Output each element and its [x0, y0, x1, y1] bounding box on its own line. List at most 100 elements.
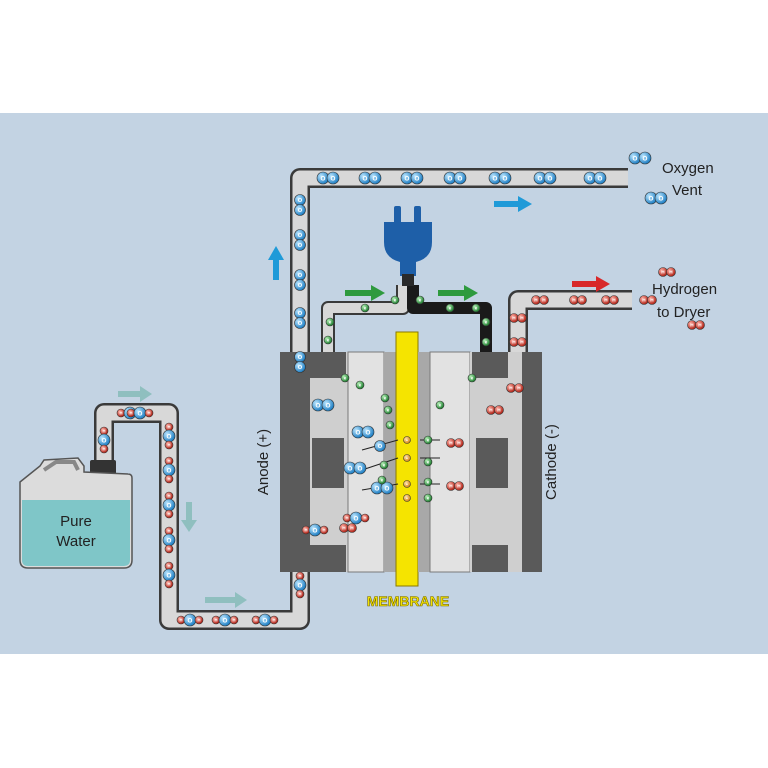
svg-text:e: e	[427, 438, 430, 443]
oxygen-vent-label-line2: Vent	[672, 182, 703, 199]
hydrogen-molecule: H	[517, 337, 527, 347]
water-hydrogen-atom: H	[164, 579, 174, 589]
water-hydrogen-atom: H	[295, 589, 305, 599]
svg-text:H: H	[147, 411, 150, 416]
water-oxygen-atom: O	[162, 568, 176, 582]
water-hydrogen-atom: H	[360, 513, 370, 523]
electron: e	[481, 317, 491, 327]
electron-flow-arrow-left	[345, 285, 385, 301]
svg-text:H: H	[214, 618, 217, 623]
water-oxygen-atom: O	[162, 533, 176, 547]
hydrogen-molecule: H	[347, 523, 357, 533]
water-jug: Pure Water	[19, 457, 133, 569]
oxygen-molecule: O	[353, 461, 367, 475]
water-oxygen-atom: O	[133, 406, 147, 420]
water-oxygen-atom: O	[97, 433, 111, 447]
electron: e	[435, 400, 445, 410]
hydrogen-molecule: H	[446, 481, 456, 491]
oxygen-molecule: O	[638, 151, 652, 165]
oxygen-molecule: O	[654, 191, 668, 205]
svg-text:O: O	[415, 175, 420, 182]
svg-text:e: e	[419, 298, 422, 303]
svg-text:O: O	[448, 175, 453, 182]
svg-text:H: H	[345, 516, 348, 521]
hydrogen-molecule: H	[339, 523, 349, 533]
svg-text:O: O	[316, 402, 321, 409]
svg-text:O: O	[385, 485, 390, 492]
svg-text:H: H	[512, 316, 516, 322]
svg-text:H: H	[690, 323, 694, 329]
anode-port-bottom	[310, 545, 346, 572]
svg-text:e: e	[485, 340, 488, 345]
electron: e	[423, 457, 433, 467]
pure-water-label-line2: Water	[56, 533, 95, 550]
svg-text:O: O	[167, 433, 172, 440]
hydrogen-flow-arrow-right	[572, 276, 610, 292]
svg-text:H: H	[489, 408, 493, 414]
hydrogen-molecule: H	[577, 295, 587, 305]
svg-text:H: H	[350, 526, 354, 532]
anode-label: Anode (+)	[255, 429, 272, 495]
svg-text:H: H	[298, 592, 301, 597]
svg-text:O: O	[321, 175, 326, 182]
hydrogen-dryer-label-line2: to Dryer	[657, 304, 710, 321]
svg-text:e: e	[344, 376, 347, 381]
svg-text:H: H	[167, 443, 170, 448]
water-hydrogen-atom: H	[164, 544, 174, 554]
svg-text:O: O	[659, 195, 664, 202]
anode-block	[312, 438, 344, 488]
svg-text:O: O	[588, 175, 593, 182]
hydrogen-molecule: H	[531, 295, 541, 305]
svg-text:H: H	[197, 618, 200, 623]
svg-text:H: H	[342, 526, 346, 532]
hydrogen-molecule: H	[509, 337, 519, 347]
oxygen-molecule: O	[294, 279, 306, 291]
svg-text:e: e	[387, 408, 390, 413]
svg-text:H: H	[520, 340, 524, 346]
svg-text:O: O	[375, 485, 380, 492]
hydrogen-molecule: H	[506, 383, 516, 393]
water-hydrogen-atom: H	[229, 615, 239, 625]
flow-arrows	[118, 196, 610, 608]
svg-text:H: H	[457, 484, 461, 490]
svg-text:O: O	[405, 175, 410, 182]
cathode-label: Cathode (-)	[543, 424, 560, 500]
svg-text:H: H	[449, 484, 453, 490]
svg-text:H: H	[304, 528, 307, 533]
svg-text:O: O	[363, 175, 368, 182]
svg-text:H: H	[542, 298, 546, 304]
svg-text:H: H	[167, 494, 170, 499]
electron: e	[445, 303, 455, 313]
electron: e	[423, 435, 433, 445]
svg-text:H: H	[642, 298, 646, 304]
svg-text:e: e	[381, 478, 384, 483]
svg-text:H: H	[322, 528, 325, 533]
water-hydrogen-atom: H	[164, 440, 174, 450]
svg-text:H: H	[604, 298, 608, 304]
svg-text:O: O	[298, 365, 303, 371]
water-hydrogen-atom: H	[194, 615, 204, 625]
svg-text:O: O	[366, 429, 371, 436]
svg-text:e: e	[394, 298, 397, 303]
electron: e	[467, 373, 477, 383]
water-hydrogen-atom: H	[144, 408, 154, 418]
anode-electrode	[347, 351, 385, 573]
hydrogen-molecule: H	[695, 320, 705, 330]
oxygen-molecule: O	[326, 171, 340, 185]
oxygen-molecule: O	[294, 351, 306, 363]
water-flow-arrow-right-bottom	[205, 592, 247, 608]
oxygen-molecule: O	[628, 151, 642, 165]
oxygen-molecule: O	[321, 398, 335, 412]
svg-text:H: H	[517, 386, 521, 392]
water-oxygen-atom: O	[308, 523, 322, 537]
oxygen-molecule: O	[498, 171, 512, 185]
oxygen-molecule: O	[358, 171, 372, 185]
svg-text:O: O	[298, 321, 303, 327]
oxygen-molecule: O	[294, 239, 306, 251]
jug-handle	[42, 460, 80, 472]
proton: +	[403, 436, 411, 444]
svg-text:O: O	[503, 175, 508, 182]
cathode-electrode	[429, 351, 471, 573]
oxygen-molecule: O	[361, 425, 375, 439]
